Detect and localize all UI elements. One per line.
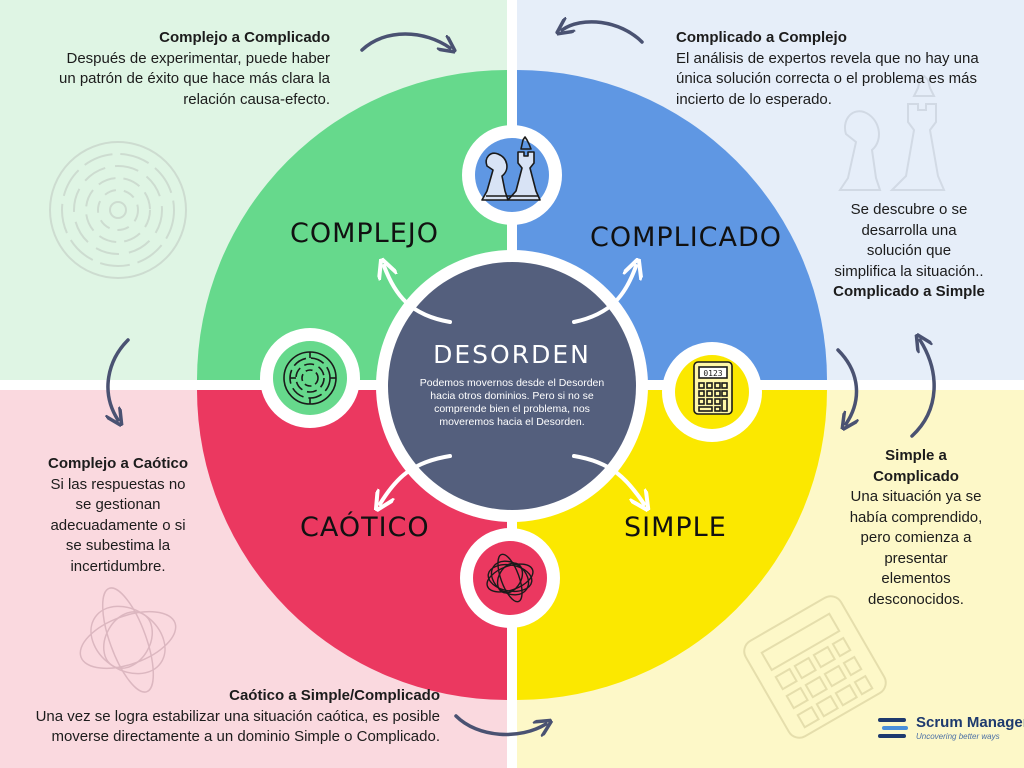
arrow-to-complicado — [572, 266, 636, 324]
desorden-title: DESORDEN — [433, 340, 591, 369]
note-title: Simple a — [885, 447, 947, 464]
note-line: incierto de lo esperado. — [676, 90, 832, 108]
desorden-description: Podemos movernos desde el Desorden hacia… — [419, 377, 605, 428]
note-line: moverse directamente a un dominio Simple… — [51, 728, 440, 745]
transition-arrows — [108, 22, 936, 735]
note-line: adecuadamente o si — [50, 516, 186, 534]
calculator-icon — [693, 361, 733, 415]
note-title: Complejo a Caótico — [47, 455, 189, 472]
note-title: Complicado a Simple — [833, 283, 985, 300]
note-line: Se descubre o se — [850, 201, 968, 218]
note-line: pero comienza a — [860, 529, 972, 546]
arrow-to-simple — [572, 454, 644, 504]
arrow-to-caotico — [380, 454, 452, 504]
faint-chess-decoration — [838, 74, 946, 191]
note-line: desarrolla una — [861, 221, 957, 239]
note-line: había comprendido, — [849, 508, 983, 526]
note-line: se subestima la — [65, 537, 171, 554]
note-line: presentar — [884, 549, 948, 567]
arrow-complejo-complicado — [360, 32, 450, 50]
note-simple-a-complicado: Simple a Complicado Una situación ya se … — [836, 446, 996, 610]
scrum-manager-logo: Scrum Manager Uncovering better ways — [876, 712, 1024, 746]
arrow-complicado-complejo — [562, 22, 644, 44]
note-complejo-a-complicado: Complejo a Complicado Después de experim… — [40, 28, 330, 110]
label-simple: SIMPLE — [624, 512, 727, 543]
logo-tagline: Uncovering better ways — [916, 732, 1000, 741]
note-line: solución que — [866, 242, 952, 259]
label-complejo: COMPLEJO — [290, 218, 439, 249]
arrow-complicado-simple — [836, 348, 856, 424]
arrow-to-complejo — [384, 266, 452, 324]
arrow-caotico-simple — [454, 714, 546, 734]
faint-tangle-decoration — [79, 587, 177, 693]
note-line: incertidumbre. — [70, 557, 166, 575]
label-complicado: COMPLICADO — [590, 222, 783, 253]
note-line: desconocidos. — [868, 590, 964, 608]
note-title: Complicado — [873, 467, 959, 485]
note-line: simplifica la situación.. — [834, 262, 984, 280]
note-line: Una vez se logra estabilizar una situaci… — [35, 707, 440, 725]
chess-icon — [481, 136, 541, 201]
note-line: un patrón de éxito que hace más clara la — [58, 70, 330, 87]
faint-calculator-decoration — [743, 595, 887, 739]
desorden-circle — [388, 262, 636, 510]
note-complicado-a-complejo: Complicado a Complejo El análisis de exp… — [676, 28, 1006, 110]
tangle-icon — [486, 553, 534, 603]
faint-maze-decoration — [49, 141, 187, 279]
maze-icon — [283, 351, 337, 405]
note-line: Después de experimentar, puede haber — [66, 49, 330, 67]
logo-name: Scrum Manager — [916, 714, 1024, 731]
note-line: Una situación ya se — [850, 488, 982, 505]
label-caotico: CAÓTICO — [300, 512, 430, 543]
note-title: Complejo a Complicado — [159, 29, 330, 46]
note-caotico-a-simple: Caótico a Simple/Complicado Una vez se l… — [20, 686, 440, 748]
note-title: Complicado a Complejo — [676, 29, 847, 46]
note-line: El análisis de expertos revela que no ha… — [676, 49, 979, 67]
note-complicado-a-simple: Se descubre o se desarrolla una solución… — [820, 200, 998, 303]
note-line: única solución correcta o el problema es… — [676, 70, 977, 87]
arrow-complejo-caotico — [108, 338, 130, 420]
note-complejo-a-caotico: Complejo a Caótico Si las respuestas no … — [36, 454, 200, 577]
note-line: se gestionan — [75, 496, 161, 513]
arrow-simple-complicado — [910, 340, 936, 438]
note-line: Si las respuestas no — [50, 475, 186, 493]
note-line: elementos — [881, 570, 951, 587]
note-line: relación causa-efecto. — [183, 90, 330, 108]
calculator-display: 0123 — [703, 369, 722, 378]
scrum-manager-logo-icon — [878, 718, 908, 738]
center-arrows — [380, 266, 644, 504]
note-title: Caótico a Simple/Complicado — [229, 687, 440, 704]
